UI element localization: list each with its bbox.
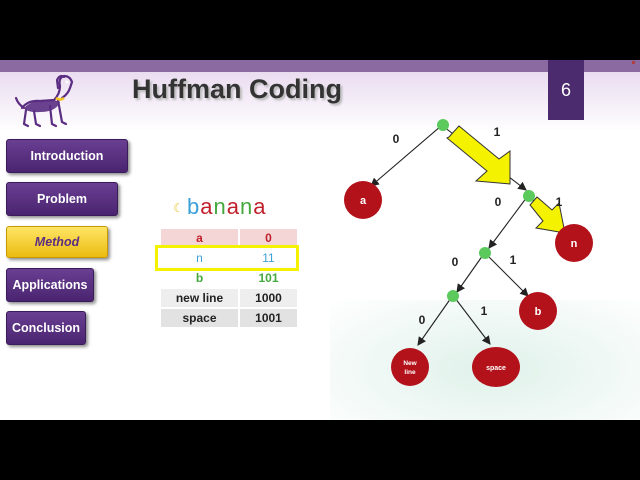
word-letter: a — [226, 194, 240, 219]
leaf-label: b — [535, 306, 542, 318]
leaf-label: n — [571, 238, 578, 250]
code-cell: 11 — [240, 249, 297, 267]
code-cell: 1000 — [240, 289, 297, 307]
word-letter: b — [187, 194, 201, 219]
leaf-label: line — [404, 369, 416, 376]
edge-label: 1 — [494, 125, 501, 139]
word-letters: banana — [187, 194, 267, 219]
table-row: new line 1000 — [161, 289, 297, 307]
nav-button-method[interactable]: Method — [6, 226, 108, 258]
internal-node — [479, 247, 491, 259]
edge-label: 0 — [452, 255, 459, 269]
page-number: 6 — [548, 60, 584, 120]
tree-edge — [454, 297, 491, 345]
code-cell: 1001 — [240, 309, 297, 327]
nav-button-applications[interactable]: Applications — [6, 268, 94, 302]
nav-button-conclusion[interactable]: Conclusion — [6, 311, 86, 345]
row-highlight — [155, 245, 299, 271]
leaf-node-newline — [391, 348, 429, 386]
symbol-cell: space — [161, 309, 238, 327]
tree-edge — [488, 196, 528, 249]
leaf-node-a — [344, 181, 382, 219]
edge-label: 1 — [510, 253, 517, 267]
code-table: a 0 n 11 b 101 new line 1000 space 1001 — [159, 227, 299, 329]
table-row: space 1001 — [161, 309, 297, 327]
code-cell: 0 — [240, 229, 297, 247]
edge-label: 0 — [393, 132, 400, 146]
table-row: b 101 — [161, 269, 297, 287]
tree-edge — [370, 125, 442, 187]
dog-logo-icon — [14, 74, 74, 128]
path-arrow-icon — [529, 196, 566, 234]
table-row: a 0 — [161, 229, 297, 247]
path-arrow-icon — [446, 125, 511, 185]
edge-label: 1 — [556, 195, 563, 209]
symbol-cell: b — [161, 269, 238, 287]
tree-edge — [486, 254, 529, 297]
word-letter: n — [213, 194, 227, 219]
word-letter: a — [200, 194, 214, 219]
internal-node — [437, 119, 449, 131]
edge-label: 1 — [481, 304, 488, 318]
leaf-node-n — [555, 224, 593, 262]
nav-button-problem[interactable]: Problem — [6, 182, 118, 216]
nav-button-introduction[interactable]: Introduction — [6, 139, 128, 173]
table-row: n 11 — [161, 249, 297, 267]
top-band — [0, 60, 640, 72]
slide-title: Huffman Coding — [132, 74, 342, 104]
edge-label: 0 — [419, 313, 426, 327]
edge-label: 0 — [495, 195, 502, 209]
banana-icon: ☾ — [173, 201, 185, 216]
leaf-node-space — [472, 347, 520, 387]
symbol-cell: a — [161, 229, 238, 247]
internal-node — [447, 290, 459, 302]
word-letter: n — [240, 194, 254, 219]
leaf-node-b — [519, 292, 557, 330]
word-letter: a — [253, 194, 267, 219]
symbol-cell: n — [161, 249, 238, 267]
tree-edge — [417, 297, 452, 346]
leaf-label: space — [486, 365, 506, 372]
code-cell: 101 — [240, 269, 297, 287]
symbol-cell: new line — [161, 289, 238, 307]
leaf-label: New — [403, 360, 417, 367]
header-wash — [0, 72, 640, 132]
corner-mark — [632, 61, 635, 64]
leaf-label: a — [360, 195, 367, 207]
example-word: ☾banana — [173, 194, 267, 220]
tree-edge — [456, 254, 484, 293]
internal-node — [523, 190, 535, 202]
